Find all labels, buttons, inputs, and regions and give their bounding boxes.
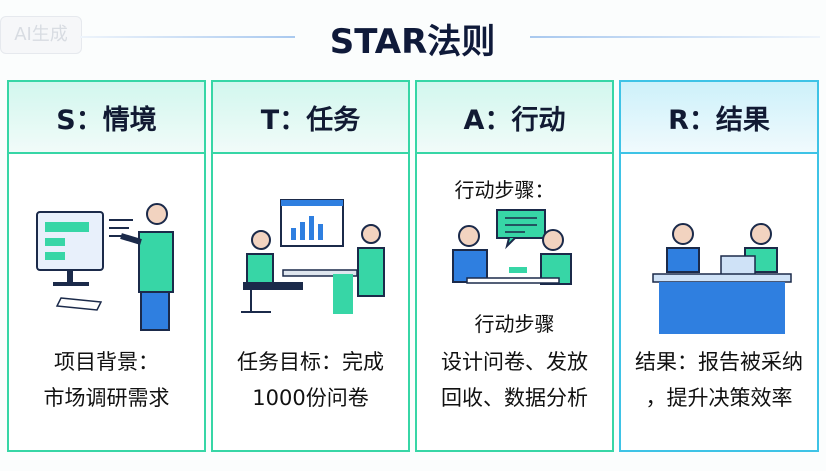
card-task: T：任务 任务目标：完成 1000份问卷	[211, 80, 410, 452]
card-header: A：行动	[417, 82, 612, 154]
result-illustration-icon	[652, 223, 792, 334]
card-action: A：行动 行动步骤： 行动步骤 设计问卷、发放回收、数据分析	[415, 80, 614, 452]
card-text-line: 结果：报告被采纳	[635, 350, 803, 374]
title-divider-right	[530, 36, 820, 38]
discussion-illustration-icon	[452, 209, 572, 285]
page-title: STAR法则	[329, 22, 496, 62]
presenter-illustration-icon	[36, 203, 174, 331]
ai-generated-watermark: AI生成	[0, 16, 82, 54]
card-text-line: 任务目标：完成	[237, 350, 384, 374]
title-divider-left	[80, 36, 295, 38]
card-text-line: 市场调研需求	[43, 386, 170, 410]
card-text-line: 1000份问卷	[252, 386, 369, 410]
card-text-line: 设计问卷、发放	[441, 350, 588, 374]
task-meeting-illustration-icon	[241, 199, 385, 314]
card-result: R：结果 结果：报告被采纳 ，提升决策效率	[619, 80, 819, 452]
action-caption-top: 行动步骤：	[454, 178, 555, 202]
card-header: T：任务	[213, 82, 408, 154]
card-text-line: 回收、数据分析	[441, 386, 588, 410]
action-caption-mid: 行动步骤	[474, 312, 555, 336]
card-text-line: ，提升决策效率	[645, 386, 793, 410]
card-text-line: 项目背景：	[54, 350, 159, 374]
card-header: S：情境	[9, 82, 204, 154]
card-header: R：结果	[621, 82, 817, 154]
card-situation: S：情境 项目背景： 市场调研需求	[7, 80, 206, 452]
